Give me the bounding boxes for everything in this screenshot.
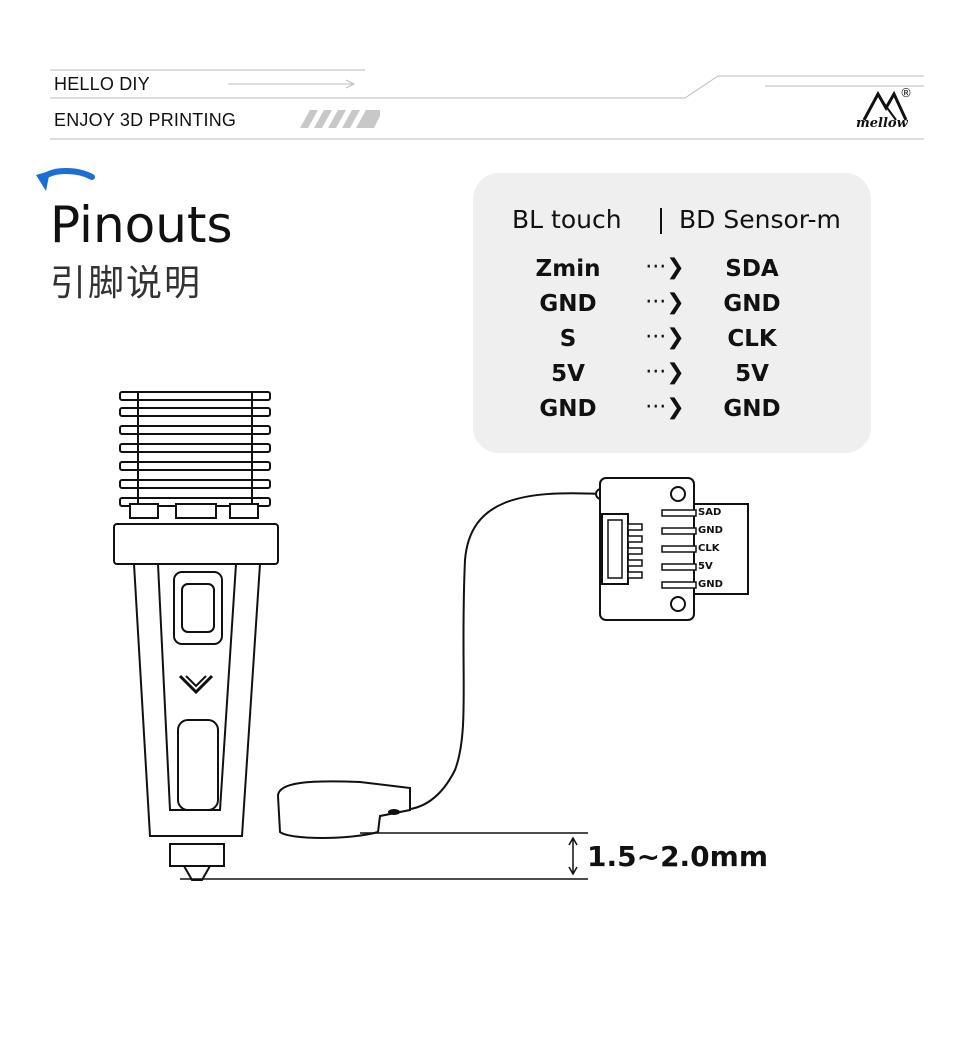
header-line2: ENJOY 3D PRINTING <box>54 110 237 130</box>
row-to: GND <box>723 396 781 422</box>
page-title: Pinouts <box>50 196 233 254</box>
row-arrow: ···❯ <box>645 255 685 280</box>
row-from: GND <box>539 396 597 422</box>
cable-and-probe <box>276 487 613 839</box>
mellow-logo <box>862 90 908 121</box>
gap-measurement: 1.5~2.0mm <box>587 840 769 873</box>
hatch-pattern <box>300 110 380 128</box>
row-to: CLK <box>727 326 777 352</box>
row-arrow: ···❯ <box>645 395 685 420</box>
header-line1: HELLO DIY <box>54 74 150 94</box>
hotend-illustration <box>113 391 279 881</box>
row-from: S <box>559 326 577 352</box>
board-pin-label: GND <box>698 525 723 536</box>
board-pin-label: SAD <box>698 507 722 518</box>
row-from: GND <box>539 291 597 317</box>
table-header-left: BL touch <box>512 205 622 234</box>
row-arrow: ···❯ <box>645 290 685 315</box>
board-pin-label: CLK <box>698 543 720 554</box>
registered-mark: ® <box>900 86 912 100</box>
dimension-lines <box>180 832 588 880</box>
row-arrow: ···❯ <box>645 325 685 350</box>
board-pin-label: 5V <box>698 561 713 572</box>
header-divider <box>660 208 662 234</box>
curved-arrow-icon <box>36 168 95 191</box>
row-to: SDA <box>725 256 779 282</box>
header-lines <box>50 69 924 140</box>
pin-table-panel <box>473 173 871 453</box>
row-to: 5V <box>735 361 769 387</box>
row-to: GND <box>723 291 781 317</box>
row-from: 5V <box>551 361 585 387</box>
row-arrow: ···❯ <box>645 360 685 385</box>
sensor-board <box>599 477 749 621</box>
page-subtitle: 引脚说明 <box>50 263 203 304</box>
row-from: Zmin <box>535 256 601 282</box>
board-pin-label: GND <box>698 579 723 590</box>
table-header-right: BD Sensor-m <box>679 205 841 234</box>
logo-text: mellow <box>856 116 908 131</box>
